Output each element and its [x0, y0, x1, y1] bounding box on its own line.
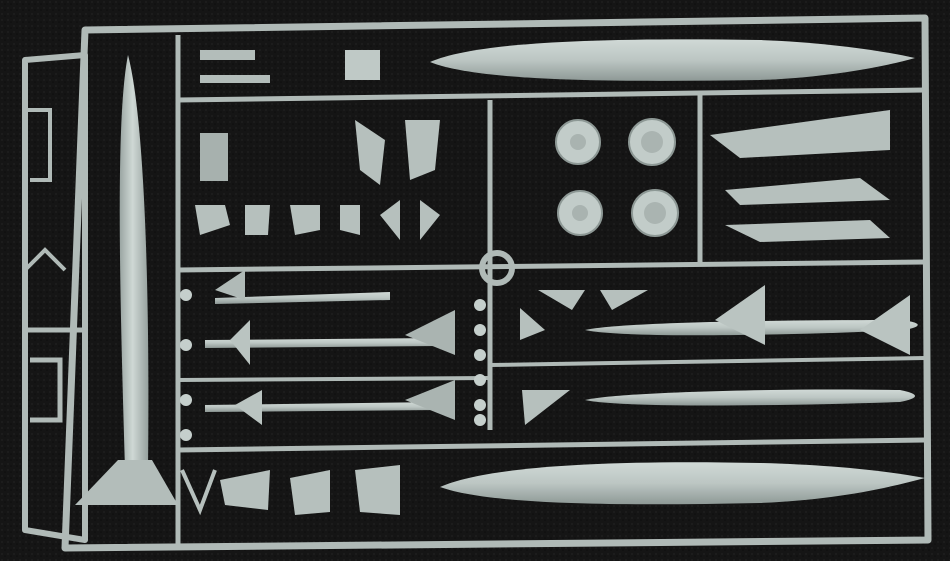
tanks [75, 39, 925, 505]
small-parts [23, 50, 890, 516]
missiles [205, 285, 918, 425]
sprue-ring [479, 250, 515, 286]
clip-parts [180, 289, 486, 441]
wheels [555, 118, 679, 237]
sprue-frame [22, 14, 932, 552]
